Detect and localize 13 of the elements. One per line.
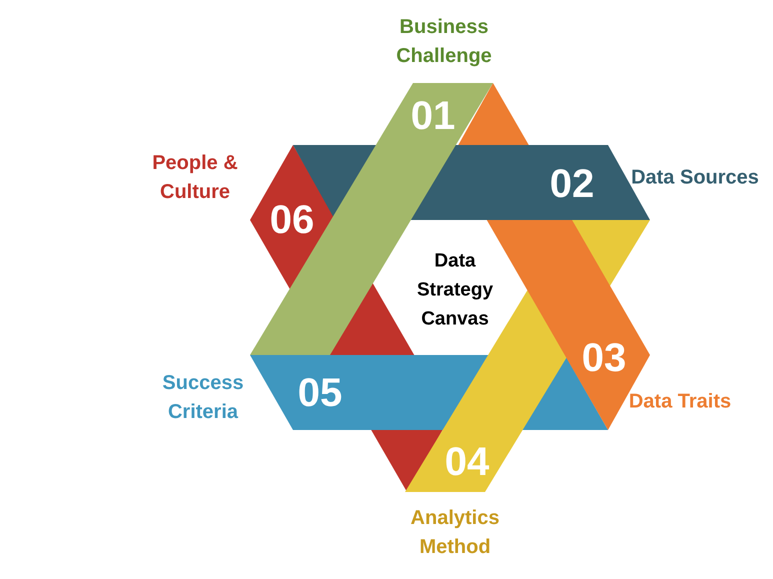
step-label: Analytics Method bbox=[410, 506, 500, 560]
step-label: Data Sources bbox=[630, 166, 760, 190]
center-title: Data Strategy Canvas bbox=[416, 250, 494, 332]
step-number: 02 bbox=[550, 164, 594, 204]
step-number: 01 bbox=[410, 96, 456, 136]
step-number: 03 bbox=[582, 338, 626, 378]
step-label: People & Culture bbox=[151, 151, 239, 205]
step-number: 04 bbox=[444, 442, 490, 482]
step-label: Success Criteria bbox=[161, 371, 245, 425]
step-label: Data Traits bbox=[628, 390, 732, 414]
step-number: 05 bbox=[298, 373, 342, 413]
step-number: 06 bbox=[270, 200, 314, 240]
step-label: Business Challenge bbox=[395, 15, 493, 69]
